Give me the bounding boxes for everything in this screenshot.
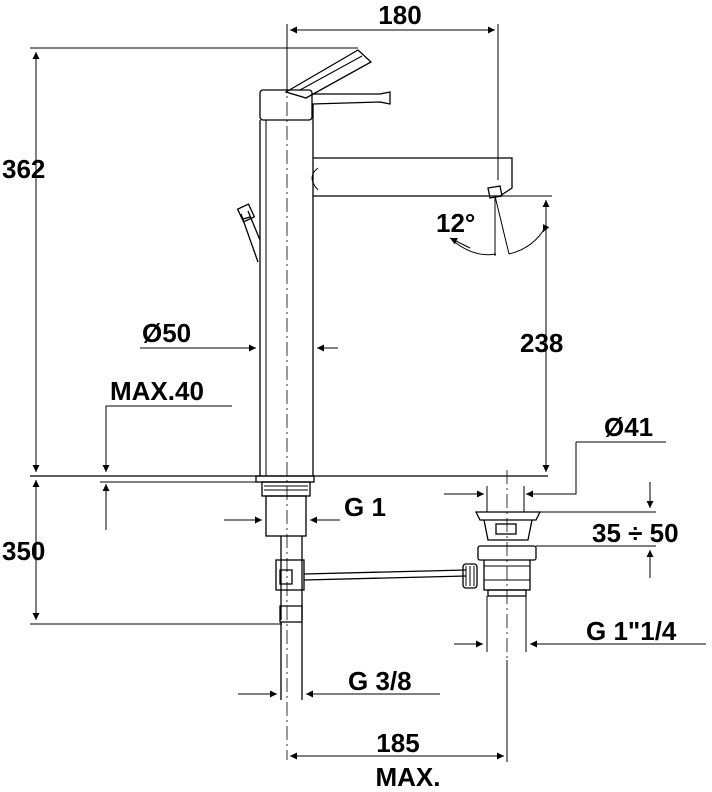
dim-35-50-label: 35 ÷ 50 [592,518,679,548]
dim-max-label: MAX. [376,762,441,792]
dim-g3-8-label: G 3/8 [348,666,412,696]
dim-diameter-50-label: Ø50 [142,318,191,348]
dim-diameter-50: Ø50 [140,318,338,352]
mounting-shank [255,475,315,700]
faucet-body [236,49,513,476]
dim-362-label: 362 [2,154,45,184]
dim-12-label: 12° [436,208,475,238]
dim-180-label: 180 [378,0,421,30]
dim-238: 238 [500,195,563,472]
dim-350-label: 350 [2,536,45,566]
dim-g1-1-4-label: G 1"1/4 [586,616,677,646]
dim-35-50: 35 ÷ 50 [536,482,679,578]
popup-linkage [303,563,478,589]
dim-g1: G 1 [224,492,386,524]
dim-185-label: 185 [376,728,419,758]
drain-fitting [474,511,542,597]
dim-diameter-41-label: Ø41 [604,412,653,442]
dim-max-40: MAX.40 [100,376,262,530]
dim-238-label: 238 [520,328,563,358]
dim-12-degrees: 12° [436,195,550,256]
dim-350: 350 [2,480,282,625]
dim-g1-1-4: G 1"1/4 [454,596,706,652]
dim-185-max: 185 MAX. [290,660,508,792]
dim-g1-label: G 1 [344,492,386,522]
dim-diameter-41: Ø41 [444,412,666,512]
dim-g3-8: G 3/8 [238,666,440,698]
dim-362: 362 [2,47,358,472]
dim-180: 180 [286,0,499,180]
dim-max-40-label: MAX.40 [110,376,204,406]
